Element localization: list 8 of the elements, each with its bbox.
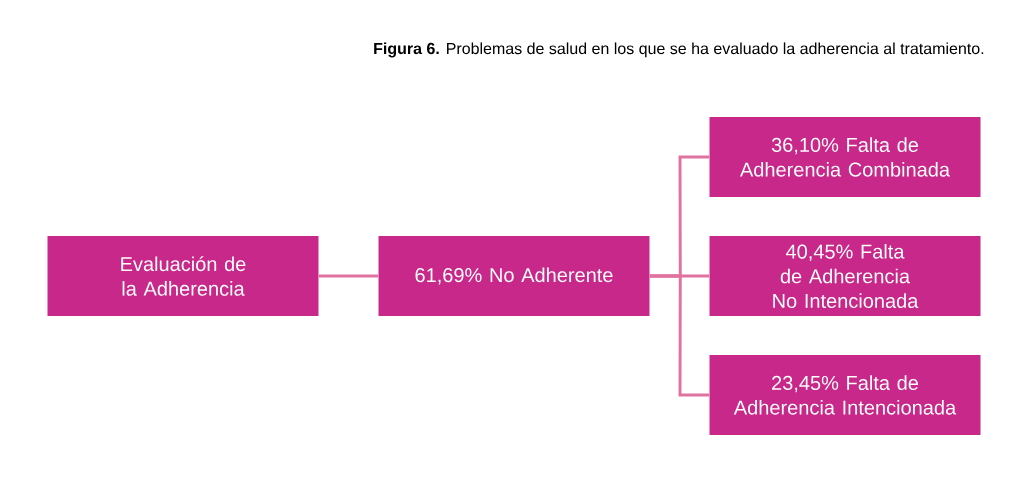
connector-line <box>649 274 710 397</box>
process-box: 36,10% Falta de Adherencia Combinada <box>709 117 981 197</box>
process-box: Evaluación de la Adherencia <box>47 236 319 316</box>
process-box: 23,45% Falta de Adherencia Intencionada <box>709 355 981 435</box>
connector-line <box>318 274 379 278</box>
process-box: 61,69% No Adherente <box>378 236 650 316</box>
process-box: 40,45% Falta de Adherencia No Intencionada <box>709 236 981 316</box>
figure-caption: Figura 6. Problemas de salud en los que se ha evaluado la adherencia al tratamiento. <box>374 42 984 58</box>
